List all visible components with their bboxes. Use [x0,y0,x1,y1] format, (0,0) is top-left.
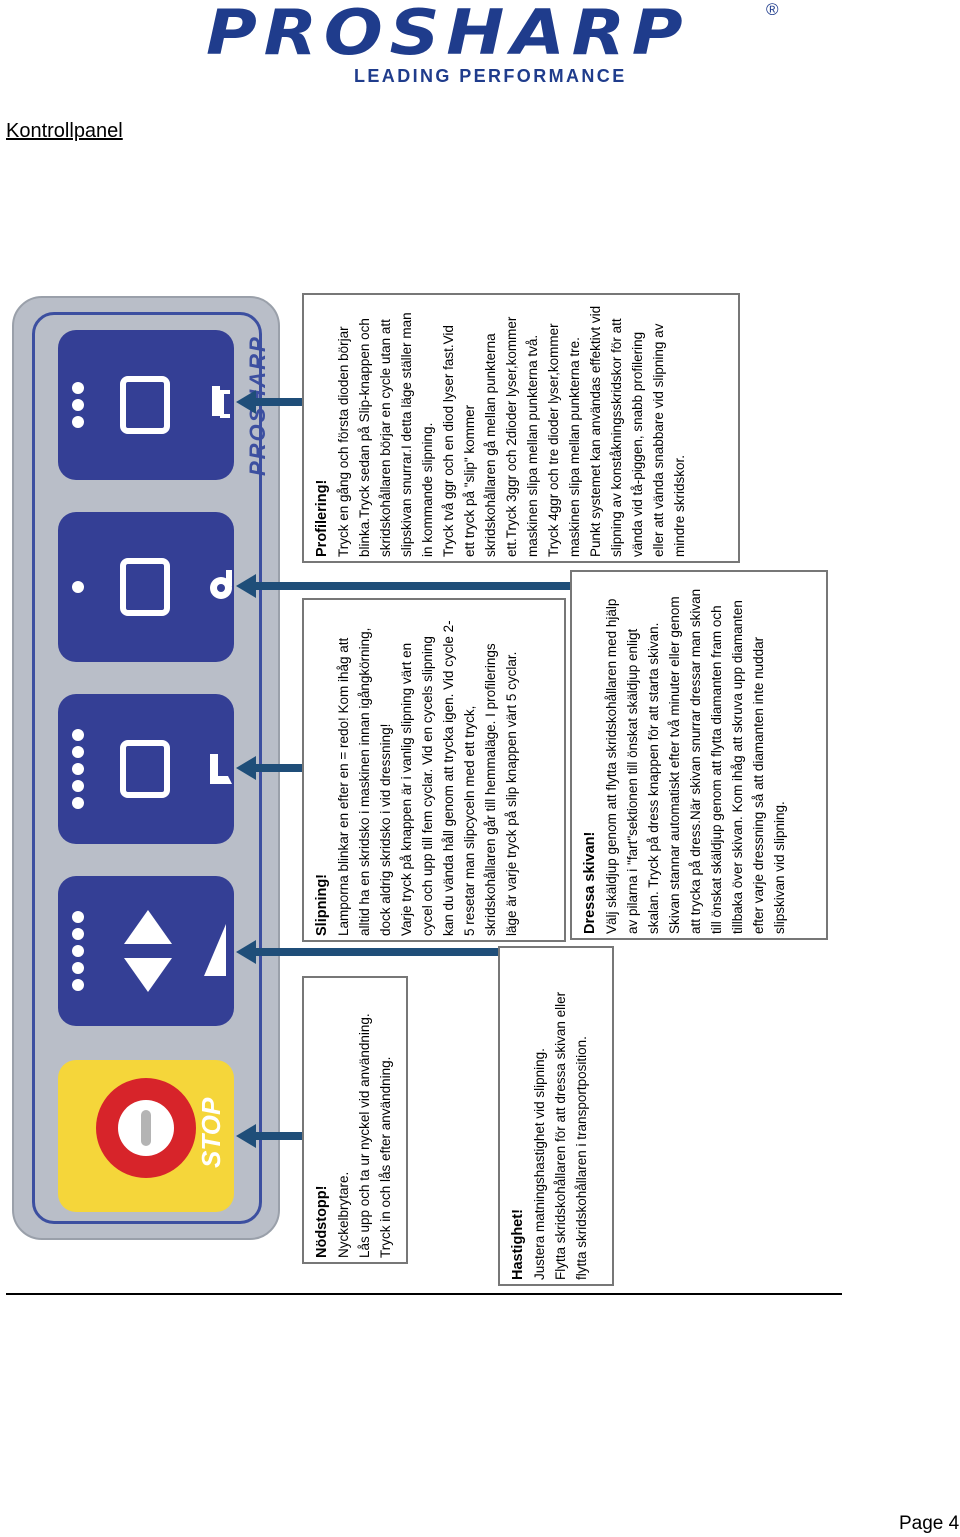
page-number: Page 4 [899,1513,960,1534]
text-line: till önskat skäldjup genom att flytta di… [709,605,724,934]
text-line: cycel och upp till fem cyclar. Vid en cy… [420,636,435,936]
led-dots [72,694,84,844]
speed-buttons[interactable] [58,876,234,1026]
text-line: Varje tryck på knappen är i vanlig slipn… [399,642,414,936]
text-line: Skivan stannar automatiskt efter två min… [667,596,682,934]
text-line: Flytta skridskohållaren för att dressa s… [553,991,568,1280]
text-line: läge är varje tryck på slip knappen värt… [504,651,519,936]
text-line: ett tryck på "slip" kommer [462,404,477,557]
text-line: att trycka på dress.När skivan snurrar d… [688,588,703,934]
button-square [120,740,170,798]
callout-arrow-speed [236,940,500,964]
nodstopp-heading: Nödstopp! [314,1185,330,1258]
text-line: eller att vända snabbare vid slipning av [651,323,666,557]
text-line: flytta skridskohållaren i transportposit… [574,1036,589,1280]
profile-button[interactable] [58,330,234,480]
text-line: Tryck 4ggr och tre dioder lyser,kommer [546,323,561,557]
slipning-box: Slipning! Lamporna blinkar en efter en =… [302,598,566,942]
slipning-text: Slipning! Lamporna blinkar en efter en =… [312,620,522,936]
text-line: Välj skäldjup genom att flytta skridskoh… [604,598,619,934]
text-line: maskinen slipa mellan punkterna två. [525,334,540,557]
logo-tagline: LEADING PERFORMANCE [354,66,627,86]
logo-wordmark: PROSHARP [206,0,690,69]
text-line: skridskohållaren börjar en cycle utan at… [378,319,393,557]
callout-arrow-stop [236,1124,304,1148]
horizontal-rule [6,1293,842,1295]
text-line: 5 resetar man slipcyceln med ett tryck, [462,705,477,936]
text-line: kan du vända håll genom att trycka igen.… [441,620,456,936]
text-line: slipning av konståkningsskridskor för at… [609,318,624,557]
callout-arrow-slip [236,574,570,598]
text-line: Tryck två ggr och en diod lyser fast.Vid [441,325,456,557]
text-line: skalan. Tryck på dress knappen för att s… [646,622,661,934]
text-line: slipskivan vid slipning. [772,801,787,934]
profilering-box: Profilering! Tryck en gång och första di… [302,293,740,563]
registered-mark: ® [766,0,779,19]
led-dots [72,876,84,1026]
text-line: mindre skridskor. [672,454,687,557]
nodstopp-text: Nödstopp! Nyckelbrytare. Lås upp och ta … [312,1013,396,1258]
led-dots [72,512,84,662]
text-line: skridskohållaren gå mellan punkterna [483,333,498,557]
profilering-text: Profilering! Tryck en gång och första di… [312,306,690,557]
stop-label: STOP [196,1097,226,1168]
hastighet-heading: Hastighet! [510,1209,526,1280]
led-dots [72,330,84,480]
skate-icon [210,754,232,784]
text-line: av pilarna i "fart"sektionen till önskat… [625,628,640,934]
slip-button[interactable] [58,512,234,662]
text-line: dock aldrig skridsko i vid dressning! [378,723,393,936]
text-line: maskinen slipa mellan punkterna tre. [567,337,582,557]
text-line: alltid ha en skridsko i maskinen innan i… [357,627,372,936]
dressa-text: Dressa skivan! Välj skäldjup genom att f… [580,589,790,934]
text-line: Justera matningshastighet vid slipning. [532,1048,547,1280]
text-line: in kommande slipning. [420,422,435,557]
profilering-heading: Profilering! [314,479,330,557]
dressa-heading: Dressa skivan! [582,831,598,934]
dressa-box: Dressa skivan! Välj skäldjup genom att f… [570,570,828,940]
text-line: Tryck in och lås efter användning. [378,1056,393,1258]
speed-ramp-icon [204,924,226,976]
text-line: blinka.Tryck sedan på Slip-knappen och [357,318,372,557]
speed-arrows-icon[interactable] [120,906,176,996]
text-line: vända vid tå-piggen, snabb profilering [630,331,645,557]
button-square [120,376,170,434]
text-line: tillbaka över skivan. Kom ihåg att skruv… [730,600,745,934]
dress-button[interactable] [58,694,234,844]
text-line: efter varje dressning så att diamanten i… [751,636,766,934]
text-line: ett.Tryck 3ggr och 2dioder lyser,kommer [504,316,519,557]
prosharp-logo: PROSHARP ® LEADING PERFORMANCE [200,0,790,92]
diamond-dresser-icon [210,570,232,599]
text-line: skridskohållaren går till hemmaläge. I p… [483,643,498,936]
page-title: Kontrollpanel [6,120,123,142]
text-line: Tryck en gång och första dioden börjar [336,326,351,557]
key-slot [141,1110,151,1146]
hastighet-text: Hastighet! Justera matningshastighet vid… [508,992,592,1280]
callout-arrow-dress [236,756,304,780]
callout-arrow-profile [236,390,304,414]
button-square [120,558,170,616]
slipning-heading: Slipning! [314,873,330,936]
text-line: Nyckelbrytare. [336,1171,351,1258]
hastighet-box: Hastighet! Justera matningshastighet vid… [498,946,614,1286]
nodstopp-box: Nödstopp! Nyckelbrytare. Lås upp och ta … [302,976,408,1264]
text-line: slipskivan snurrar.I detta läge ställer … [399,312,414,557]
text-line: Lamporna blinkar en efter en = redo! Kom… [336,637,351,936]
profile-cup-icon [212,386,230,418]
text-line: Punkt systemet kan användas effektivt vi… [588,305,603,557]
text-line: Lås upp och ta ur nyckel vid användning. [357,1013,372,1258]
